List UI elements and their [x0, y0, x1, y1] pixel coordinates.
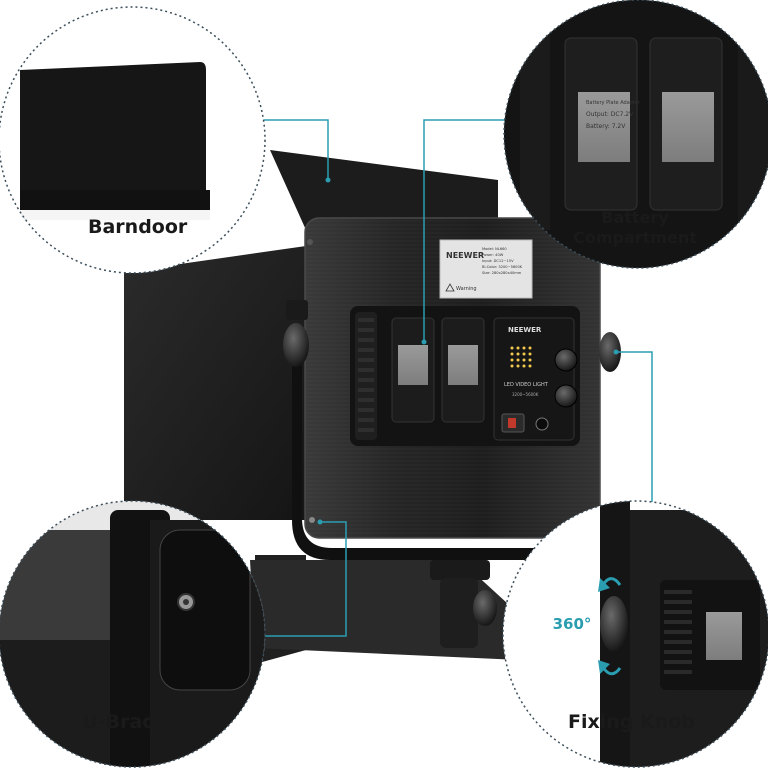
- stand-mount: [430, 560, 490, 580]
- warning-icon: [445, 283, 455, 292]
- callout-circle-battery: Battery Plate Adapter Output: DC7.2V Bat…: [503, 0, 768, 269]
- battery-plate-line-3: Battery: 7.2V: [586, 123, 626, 130]
- control-subtitle: 3200~5600K: [512, 392, 539, 397]
- fixing-knob: [600, 596, 628, 652]
- control-title: LED VIDEO LIGHT: [504, 382, 549, 388]
- control-panel: [493, 317, 575, 441]
- spec-label: [439, 239, 533, 299]
- spec-line-2: Power: 40W: [482, 253, 504, 257]
- callout-connectors: [262, 119, 653, 637]
- led-indicator-grid: [510, 346, 532, 368]
- spec-brand: NEEWER: [446, 251, 484, 260]
- spec-line-5: Size: 280x280x40mm: [482, 271, 522, 275]
- barndoor-left-wing: [124, 246, 306, 520]
- right-panel-knob: [599, 332, 621, 372]
- cooling-ribs: [355, 312, 377, 440]
- battery-plate-line-1: Battery Plate Adapter: [586, 100, 641, 106]
- spec-line-4: Bi-Color: 3200~5600K: [482, 265, 523, 269]
- dc-input-port: [535, 417, 549, 431]
- left-panel-knob: [283, 323, 309, 367]
- callout-circle-barndoor: [0, 6, 266, 274]
- rotation-label: 360°: [552, 615, 592, 633]
- battery-compartment-label: Battery Compartment: [573, 208, 697, 247]
- brightness-knob: [554, 348, 578, 372]
- barndoor-label: Barndoor: [88, 216, 188, 238]
- spec-line-3: Input: DC12~15V: [482, 259, 514, 263]
- spec-line-1: Model: NL660: [482, 247, 507, 251]
- battery-plate-line-2: Output: DC7.2V: [586, 111, 634, 118]
- spec-warning: Warning: [456, 286, 477, 292]
- control-brand: NEEWER: [508, 326, 542, 334]
- fixing-knob-label: Fixing Knob: [568, 711, 695, 733]
- color-temperature-knob: [554, 384, 578, 408]
- ubracket-label: U-Bracket: [82, 711, 188, 733]
